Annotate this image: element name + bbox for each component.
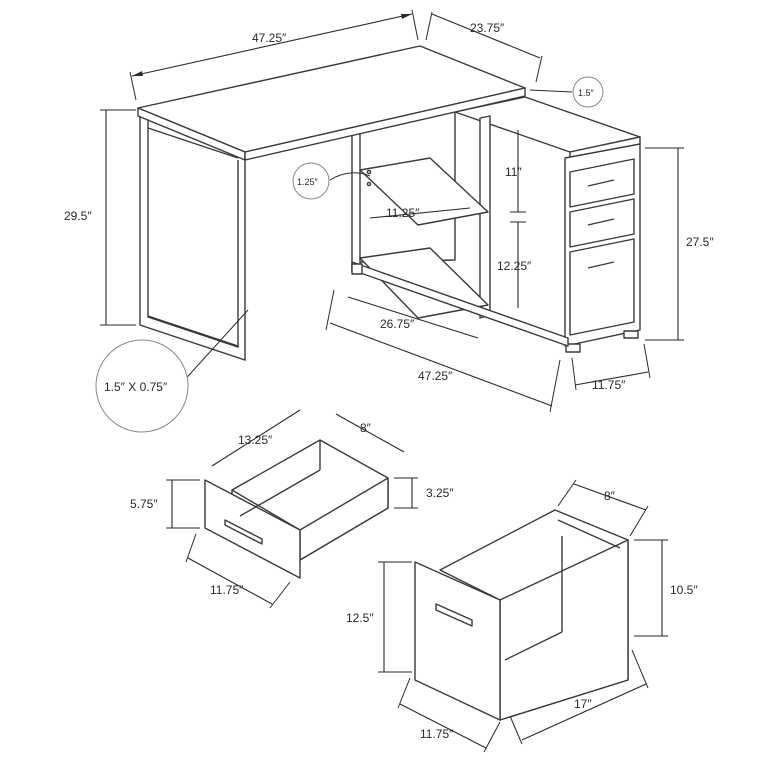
tick (631, 649, 649, 689)
desk-drawing (137, 45, 641, 361)
leg-frame-bottom (147, 315, 239, 347)
bookcase-divider (479, 115, 491, 319)
label-small-front-height: 5.75″ (130, 497, 158, 511)
label-shelf-depth: 11.25″ (386, 206, 420, 220)
cabinet-foot-left (565, 343, 581, 353)
file-drawer-drawing (414, 509, 629, 721)
small-drawer-front (204, 479, 301, 579)
arrow (401, 14, 412, 19)
drawer-handle-3 (587, 261, 615, 269)
label-shelf-gap-top: 11″ (505, 165, 522, 179)
small-drawer-floor-line (239, 469, 321, 517)
callout-leg-profile (95, 339, 189, 433)
tick (509, 715, 523, 745)
tick (325, 289, 335, 331)
dim-small-length (211, 409, 301, 467)
dim-shelf-width (347, 296, 479, 339)
label-base-width: 47.25″ (418, 369, 453, 383)
bookcase-base (351, 261, 569, 347)
file-drawer-inner-rail (557, 519, 621, 549)
dim-file-length (521, 683, 647, 741)
leg-frame-inner (147, 120, 239, 348)
label-top-width: 47.25″ (252, 31, 287, 45)
label-shelf-thickness: 1.25″ (297, 177, 319, 187)
file-drawer-front (414, 561, 501, 721)
dim-cabinet-depth (574, 371, 649, 386)
tick (269, 581, 291, 609)
file-drawer-dimensions (378, 479, 668, 753)
tick (643, 343, 651, 379)
leader-shelf-thickness (329, 172, 371, 181)
label-top-depth: 23.75″ (470, 21, 505, 35)
label-desk-height: 29.5″ (64, 209, 92, 223)
shelf-pin (366, 181, 372, 187)
leg-frame-outer (139, 116, 246, 361)
small-drawer-dimensions (166, 409, 418, 609)
label-top-thickness: 1.5″ (578, 88, 595, 98)
arrow (132, 71, 143, 76)
dim-file-front-width (399, 703, 487, 749)
cabinet-drawer-3 (569, 238, 635, 336)
dim-file-inner-width (573, 483, 647, 511)
bookcase-shelf (359, 157, 489, 226)
file-drawer-inner-floor (504, 631, 563, 661)
bookcase-foot (351, 263, 363, 275)
label-shelf-width: 26.75″ (380, 317, 415, 331)
label-small-inner-height: 3.25″ (426, 486, 454, 500)
label-cabinet-height: 27.5″ (686, 235, 714, 249)
cabinet-drawer-2 (569, 198, 635, 248)
shelf-pin (366, 169, 372, 175)
dim-base-width (329, 322, 553, 407)
cabinet-foot-right (623, 330, 639, 339)
tick (411, 9, 419, 41)
tick (483, 721, 501, 753)
dim-top-width (131, 13, 413, 77)
drawer-handle-2 (587, 218, 615, 226)
tick (185, 533, 197, 563)
desk-top-side (244, 87, 526, 161)
label-small-inner-width: 8″ (360, 421, 372, 435)
small-drawer-handle (224, 519, 263, 545)
leg-frame-top (147, 127, 239, 159)
label-cabinet-depth: 11.75″ (592, 378, 626, 392)
label-small-length: 13.25″ (238, 433, 273, 447)
leader-top-thickness (529, 89, 573, 93)
tick (425, 11, 433, 41)
label-small-front-width: 11.75″ (210, 583, 244, 597)
callout-top-thickness (572, 76, 604, 108)
label-shelf-gap-bottom: 12.25″ (497, 259, 532, 273)
dim-top-depth (431, 13, 541, 59)
label-file-length: 17″ (574, 697, 592, 711)
tick (535, 55, 543, 83)
desk-dimensions (100, 9, 684, 413)
file-drawer-handle (435, 603, 473, 627)
bookcase-left-side (351, 123, 361, 273)
label-file-inner-height: 10.5″ (670, 583, 698, 597)
tick (397, 677, 411, 709)
label-file-front-height: 12.5″ (346, 611, 374, 625)
label-file-front-width: 11.75″ (420, 727, 454, 741)
drawer-handle-1 (587, 179, 615, 187)
small-drawer-drawing (204, 439, 389, 579)
tick (549, 359, 561, 413)
tick (129, 71, 137, 101)
dim-small-front-width (187, 557, 273, 605)
leader-leg-profile (179, 309, 249, 386)
dim-small-inner-width (335, 413, 405, 453)
tick (557, 479, 577, 507)
tick (629, 505, 649, 537)
dim-shelf-depth (369, 207, 471, 219)
label-file-inner-width: 8″ (604, 489, 616, 503)
label-leg-profile: 1.5″ X 0.75″ (104, 380, 168, 394)
callout-shelf-thickness (292, 162, 330, 200)
tick (571, 357, 577, 391)
